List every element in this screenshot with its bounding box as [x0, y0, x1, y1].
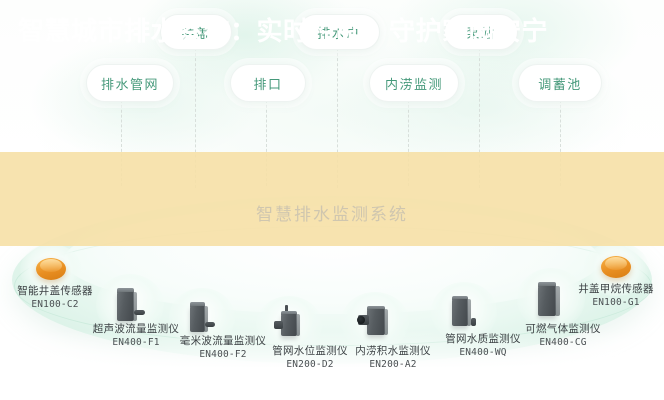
- device-code: EN400-F1: [112, 337, 160, 348]
- page-title: 智慧城市排水系统：实时控制，守护家园安宁: [18, 17, 549, 47]
- device-code: EN100-G1: [592, 297, 640, 308]
- device-label: 毫米波流量监测仪 EN400-F2: [157, 334, 289, 361]
- category-pill-label: 排口: [253, 77, 283, 93]
- category-pill-paishuiguanwang[interactable]: 排水管网: [86, 64, 174, 102]
- device-label: 超声波流量监测仪 EN400-F1: [70, 322, 202, 349]
- device-name: 管网水位监测仪: [272, 345, 348, 357]
- device-code: EN400-WQ: [459, 347, 507, 358]
- category-pill-bengzhan[interactable]: 泵站: [444, 14, 518, 50]
- device-label: 井盖甲烷传感器 EN100-G1: [557, 282, 664, 309]
- category-pill-label: 调蓄池: [538, 77, 582, 93]
- category-pill-jinggai[interactable]: 井盖: [160, 14, 232, 50]
- device-code: EN200-D2: [286, 359, 334, 370]
- device-name: 井盖甲烷传感器: [578, 283, 654, 295]
- device-code: EN200-A2: [369, 359, 417, 370]
- ground-fade: [0, 330, 664, 400]
- watermark-subtitle: 智慧排水监测系统: [256, 205, 408, 225]
- device-name: 毫米波流量监测仪: [179, 335, 267, 347]
- device-label: 可燃气体监测仪 EN400-CG: [500, 322, 626, 349]
- device-label: 内涝积水监测仪 EN200-A2: [332, 344, 454, 371]
- device-label: 智能井盖传感器 EN100-C2: [0, 284, 118, 311]
- device-label: 管网水位监测仪 EN200-D2: [250, 344, 370, 371]
- category-pill-neilaojiance[interactable]: 内涝监测: [369, 64, 459, 102]
- title-band: [0, 152, 664, 246]
- device-code: EN100-C2: [31, 299, 79, 310]
- device-label: 管网水质监测仪 EN400-WQ: [420, 332, 546, 359]
- category-pill-tiaoxuchi[interactable]: 调蓄池: [518, 64, 602, 102]
- device-name: 内涝积水监测仪: [355, 345, 431, 357]
- background-glow: [330, 40, 630, 170]
- device-name: 智能井盖传感器: [17, 285, 93, 297]
- device-name: 管网水质监测仪: [445, 333, 521, 345]
- device-code: EN400-F2: [199, 349, 247, 360]
- device-code: EN400-CG: [539, 337, 587, 348]
- category-pill-label: 排水户: [317, 26, 361, 42]
- category-pill-label: 排水管网: [100, 77, 159, 93]
- category-pill-label: 内涝监测: [384, 77, 443, 93]
- device-name: 超声波流量监测仪: [92, 323, 180, 335]
- category-pill-label: 井盖: [181, 26, 211, 42]
- device-name: 可燃气体监测仪: [525, 323, 601, 335]
- category-pill-paikou[interactable]: 排口: [230, 64, 306, 102]
- category-pill-paishuihu[interactable]: 排水户: [298, 14, 380, 50]
- category-pill-label: 泵站: [466, 26, 496, 42]
